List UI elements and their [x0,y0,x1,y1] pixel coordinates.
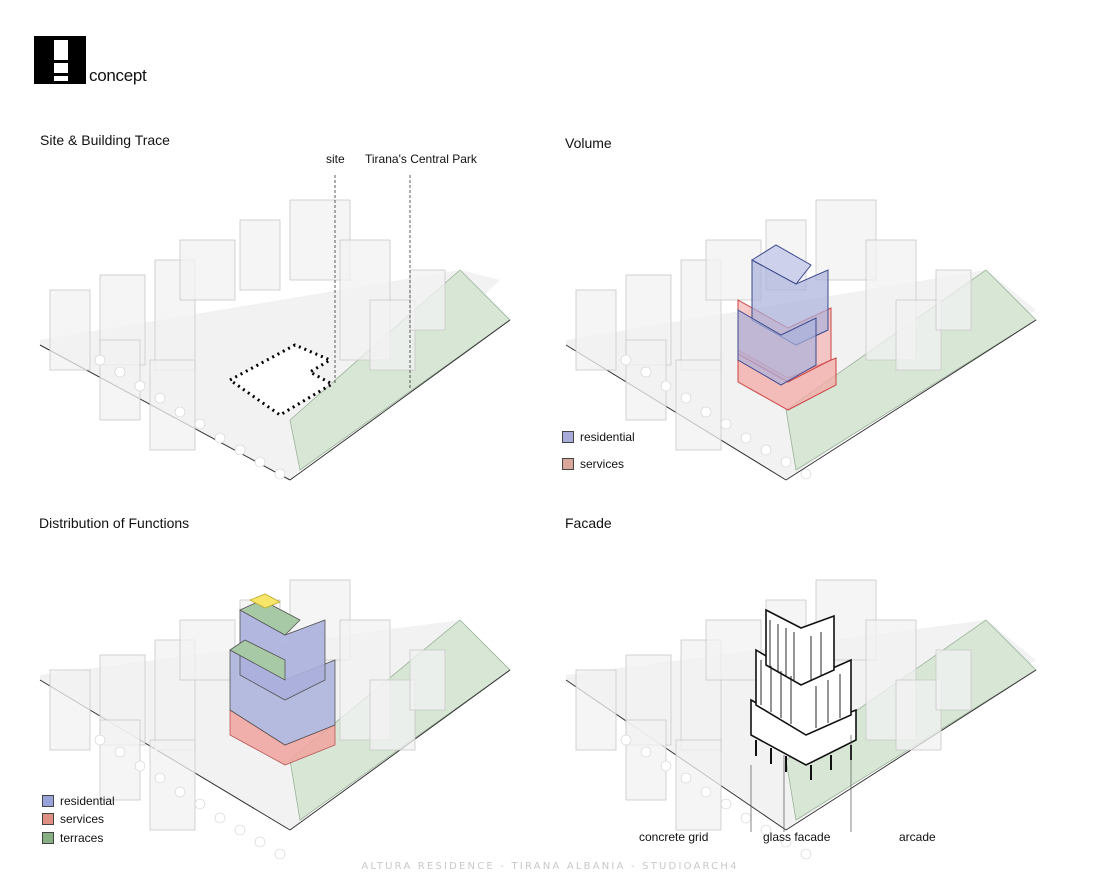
legend-label: residential [580,430,635,444]
functions-diagram [39,579,511,860]
legend-label: services [60,812,105,826]
legend-item: residential [562,430,635,444]
studio-logo [34,36,86,84]
volume-diagram [565,199,1037,481]
legend-label: services [580,457,625,471]
legend-item: terraces [42,831,103,845]
brand-title: concept [89,66,147,85]
legend-item: residential [42,794,115,808]
site-label: site [326,152,345,166]
site-panel-title: Site & Building Trace [40,132,170,148]
residential-swatch [562,431,574,443]
footer-caption: ALTURA RESIDENCE - TIRANA ALBANIA - STUD… [361,861,739,872]
terraces-swatch [42,832,54,844]
residential-swatch [42,795,54,807]
volume-panel-title: Volume [565,135,612,151]
legend-label: residential [60,794,115,808]
facade-panel-title: Facade [565,515,612,531]
park-label: Tirana's Central Park [365,152,477,166]
logo-mark-icon [54,40,68,81]
functions-panel-title: Distribution of Functions [39,515,190,531]
concrete-grid-label: concrete grid [639,830,709,844]
services-swatch [562,458,574,470]
site-diagram [39,175,511,481]
glass-facade-label: glass facade [763,830,831,844]
legend-item: services [562,457,624,471]
services-swatch [42,813,54,825]
facade-diagram [565,579,1037,860]
legend-label: terraces [60,831,104,845]
arcade-label: arcade [899,830,936,844]
legend-item: services [42,812,104,826]
